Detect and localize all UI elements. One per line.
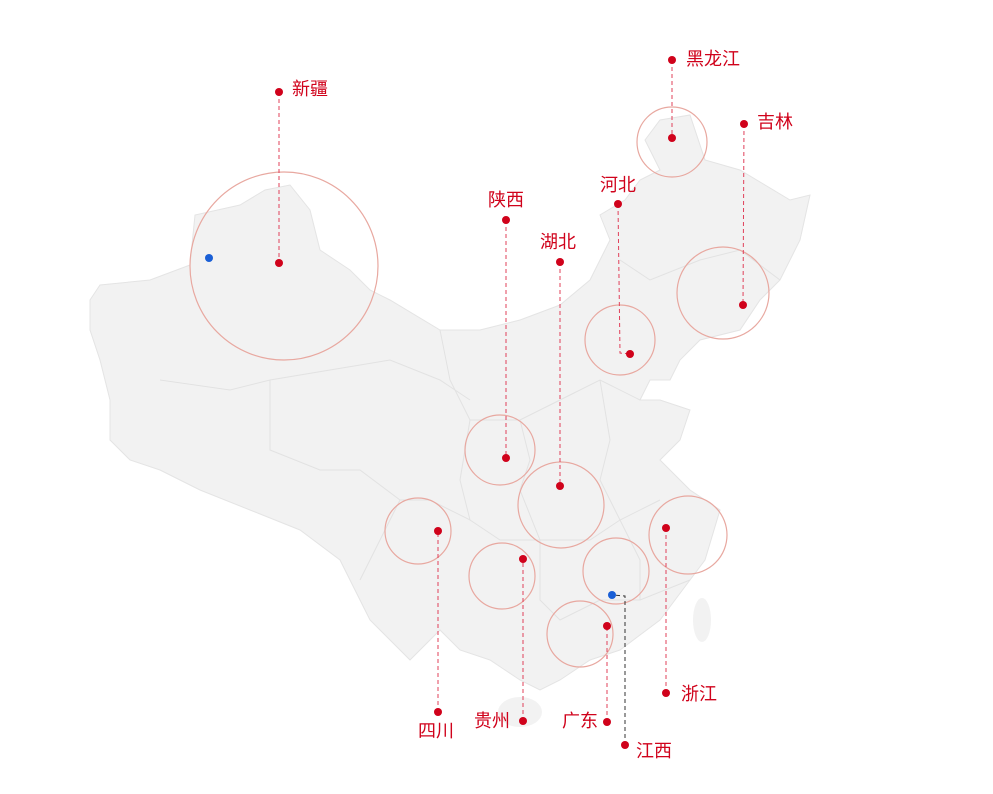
province-label: 湖北 bbox=[540, 232, 576, 253]
marker-5-map-dot bbox=[556, 482, 564, 490]
province-label: 四川 bbox=[418, 721, 454, 742]
marker-0-map-dot bbox=[275, 259, 283, 267]
marker-0-label-dot bbox=[275, 88, 283, 96]
marker-1-label-dot bbox=[668, 56, 676, 64]
marker-10-label-dot bbox=[662, 689, 670, 697]
marker-4-map-dot bbox=[502, 454, 510, 462]
province-label: 江西 bbox=[636, 741, 672, 762]
province-label: 浙江 bbox=[681, 684, 717, 705]
marker-6-ring bbox=[384, 497, 452, 565]
marker-0-ring bbox=[189, 171, 379, 361]
marker-3-label-dot bbox=[614, 200, 622, 208]
marker-7-map-dot bbox=[519, 555, 527, 563]
province-label: 河北 bbox=[600, 175, 636, 196]
marker-5-label-dot bbox=[556, 258, 564, 266]
province-label: 贵州 bbox=[474, 711, 510, 732]
marker-overlay bbox=[189, 56, 770, 749]
marker-3-map-dot bbox=[626, 350, 634, 358]
marker-8-label-dot bbox=[603, 718, 611, 726]
marker-2-leader-line bbox=[742, 123, 745, 306]
marker-1-map-dot bbox=[668, 134, 676, 142]
china-land bbox=[89, 114, 811, 691]
marker-1-ring bbox=[636, 106, 708, 178]
marker-7-ring bbox=[468, 542, 536, 610]
marker-5-ring bbox=[517, 461, 605, 549]
hainan-island bbox=[498, 697, 542, 727]
marker-9-label-dot bbox=[621, 741, 629, 749]
marker-10-map-dot bbox=[662, 524, 670, 532]
marker-10-ring bbox=[648, 495, 728, 575]
marker-4-ring bbox=[464, 414, 536, 486]
marker-6-label-dot bbox=[434, 708, 442, 716]
province-label: 吉林 bbox=[757, 112, 793, 133]
marker-9-ring bbox=[582, 537, 650, 605]
taiwan-island bbox=[693, 598, 711, 642]
marker-9-map-dot bbox=[608, 591, 616, 599]
marker-2-ring bbox=[676, 246, 770, 340]
province-label: 广东 bbox=[562, 711, 598, 732]
province-borders bbox=[159, 249, 781, 621]
marker-3-ring bbox=[584, 304, 656, 376]
marker-8-map-dot bbox=[603, 622, 611, 630]
province-label: 新疆 bbox=[292, 79, 328, 100]
marker-4-label-dot bbox=[502, 216, 510, 224]
marker-8-ring bbox=[546, 600, 614, 668]
xinjiang-secondary-dot bbox=[205, 254, 213, 262]
marker-2-map-dot bbox=[739, 301, 747, 309]
marker-6-map-dot bbox=[434, 527, 442, 535]
marker-7-label-dot bbox=[519, 717, 527, 725]
marker-2-label-dot bbox=[740, 120, 748, 128]
province-label: 黑龙江 bbox=[686, 49, 740, 70]
province-label: 陕西 bbox=[488, 190, 524, 211]
marker-9-leader-line bbox=[611, 594, 626, 745]
